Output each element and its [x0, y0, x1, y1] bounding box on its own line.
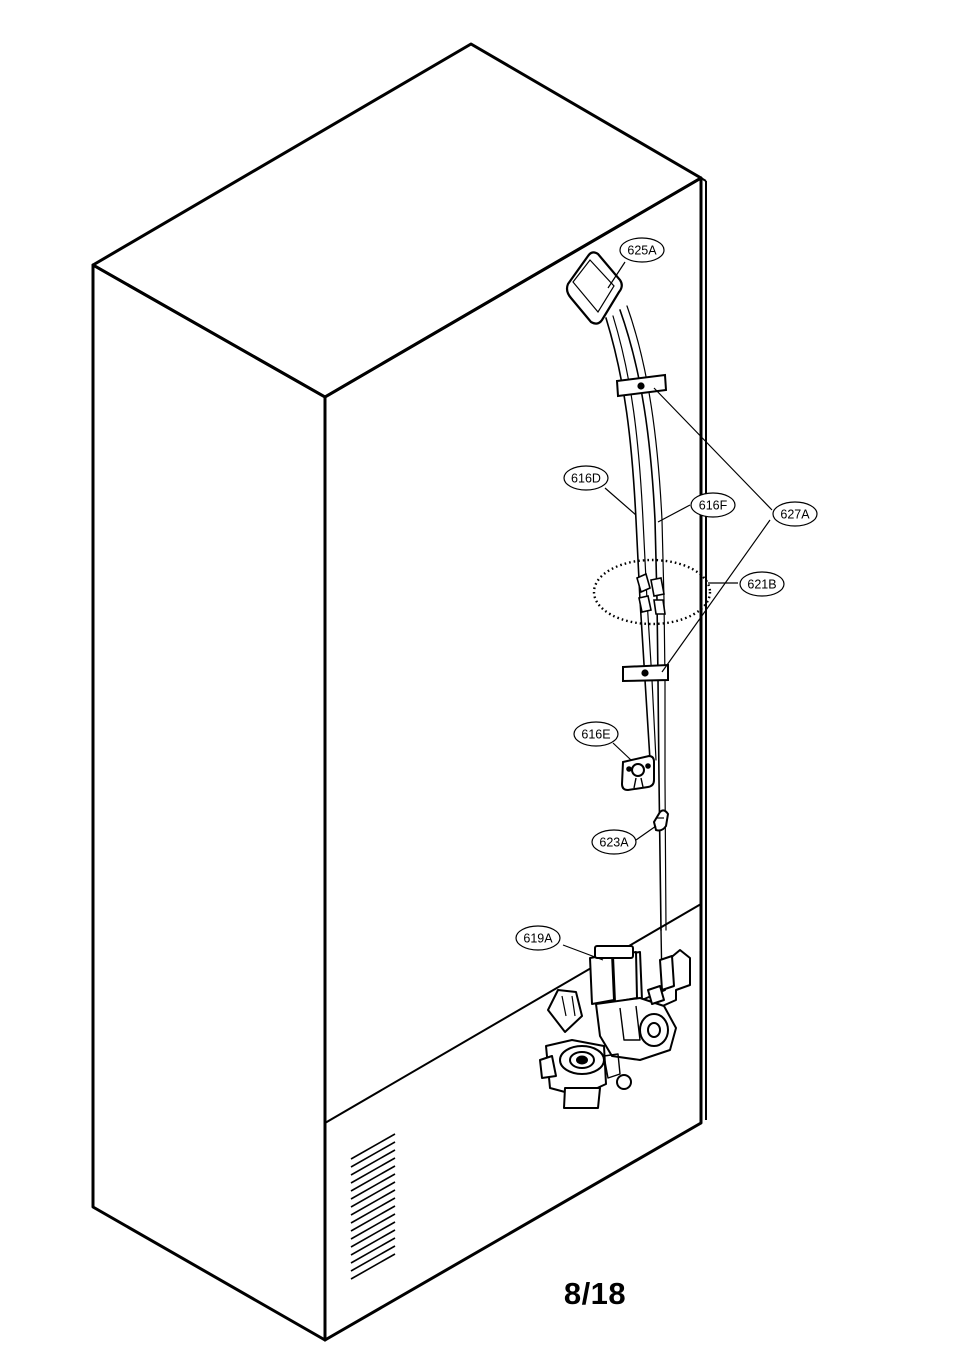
vent-louver	[350, 1173, 396, 1200]
vent-louver	[350, 1237, 396, 1264]
valve-outlet-top	[659, 955, 675, 991]
leader-616e	[612, 742, 632, 761]
clamp-616e	[620, 754, 655, 792]
callout-label-623a: 623A	[599, 836, 629, 850]
water-valve-619a	[539, 945, 691, 1109]
vent-louver	[350, 1149, 396, 1176]
vent-louver	[350, 1189, 396, 1216]
valve-inlet-stem	[563, 1087, 601, 1109]
refrigerator-cabinet	[91, 42, 707, 1342]
callout-616e: 616E	[573, 721, 619, 747]
vent-louver	[350, 1165, 396, 1192]
callout-label-619a: 619A	[523, 932, 553, 946]
vent-louver	[350, 1133, 396, 1160]
tube-616f	[619, 309, 662, 931]
leader-lines	[562, 261, 773, 961]
leader-625a	[607, 261, 626, 289]
callout-label-621b: 621B	[747, 578, 776, 592]
callout-label-616f: 616F	[699, 499, 728, 513]
callout-616f: 616F	[690, 492, 736, 518]
tube-connectors	[636, 572, 666, 615]
vent-louvers	[350, 1133, 396, 1280]
cabinet-top-face	[91, 42, 703, 399]
tube-616f-inner	[626, 305, 667, 931]
leader-627a-upper	[653, 387, 773, 511]
vent-louver	[350, 1229, 396, 1256]
tube-616d	[605, 317, 651, 761]
vent-louver	[350, 1141, 396, 1168]
vent-louver	[350, 1157, 396, 1184]
tube-616d-inner	[612, 315, 657, 761]
vent-louver	[350, 1245, 396, 1272]
joint-highlight-ring	[592, 558, 712, 626]
leader-623a	[635, 825, 657, 841]
callout-627a: 627A	[772, 501, 818, 527]
cabinet-back-face	[323, 176, 703, 1342]
vent-louver	[350, 1213, 396, 1240]
vent-grille	[350, 1133, 396, 1280]
leader-619a	[562, 944, 604, 961]
callout-label-616e: 616E	[581, 728, 610, 742]
holder-627a-lower	[622, 663, 669, 683]
vent-louver	[350, 1197, 396, 1224]
vent-louver	[350, 1181, 396, 1208]
cabinet-left-face	[91, 263, 327, 1342]
leader-627a-lower	[661, 519, 771, 673]
vent-louver	[350, 1221, 396, 1248]
leader-616d	[604, 487, 637, 516]
callout-625a: 625A	[619, 237, 665, 263]
holder-627a-upper	[615, 373, 668, 398]
solenoid-coil-2	[612, 951, 638, 1003]
callout-621b: 621B	[739, 571, 785, 597]
vent-louver	[350, 1205, 396, 1232]
callout-616d: 616D	[563, 465, 609, 491]
leader-616f	[657, 504, 691, 523]
valve-outlet-upper	[647, 985, 665, 1005]
fill-cup-625a	[565, 251, 623, 325]
vent-louver	[350, 1253, 396, 1280]
water-tubes	[605, 305, 667, 986]
joint-621b	[592, 558, 712, 626]
machine-compartment-edge	[324, 903, 702, 1124]
page-number: 8/18	[563, 1276, 627, 1311]
callout-label-616d: 616D	[571, 472, 601, 486]
callout-label-625a: 625A	[627, 244, 657, 258]
callout-623a: 623A	[591, 829, 637, 855]
callout-label-627a: 627A	[780, 508, 810, 522]
callout-619a: 619A	[515, 925, 561, 951]
solenoid-coil-1	[589, 953, 615, 1005]
cabinet-inner-edge	[700, 177, 707, 182]
clip-623a	[652, 809, 670, 832]
